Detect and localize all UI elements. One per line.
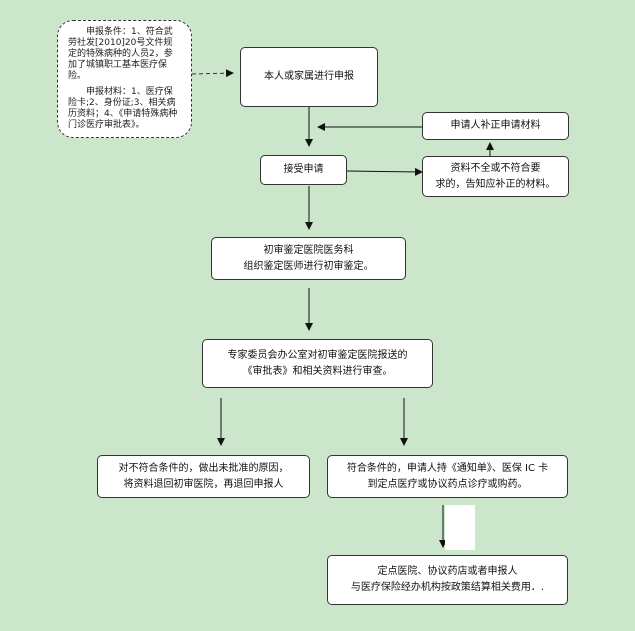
incomplete-line-1: 资料不全或不符合要	[450, 162, 541, 174]
accept-box: 接受申请	[260, 155, 347, 185]
expert-review-box: 专家委员会办公室对初审鉴定医院报送的 《审批表》和相关资料进行审查。	[202, 339, 433, 388]
apply-box: 本人或家属进行申报	[240, 47, 378, 107]
supplement-label: 申请人补正申请材料	[450, 120, 541, 131]
initial-review-box: 初审鉴定医院医务科 组织鉴定医师进行初审鉴定。	[211, 237, 406, 280]
expert-review-line-1: 专家委员会办公室对初审鉴定医院报送的	[227, 349, 408, 361]
settlement-line-1: 定点医院、协议药店或者申报人	[377, 566, 518, 577]
apply-label: 本人或家属进行申报	[264, 71, 354, 82]
blank-block	[445, 505, 475, 550]
accept-label: 接受申请	[283, 164, 324, 175]
materials-text: 申报材料：1、医疗保险卡;2、身份证;3、相关病历资料；4、《申请特殊病种门诊医…	[68, 87, 178, 130]
settlement-box: 定点医院、协议药店或者申报人 与医疗保险经办机构按政策结算相关费用．.	[327, 555, 568, 605]
application-requirements-note: 申报条件：1、符合武劳社发[2010]20号文件规定的特殊病种的人员2，参加了城…	[57, 20, 192, 138]
settlement-line-2: 与医疗保险经办机构按政策结算相关费用．.	[350, 582, 545, 593]
approve-line-2: 到定点医疗或协议药点诊疗或购药。	[367, 478, 528, 490]
approve-box: 符合条件的，申请人持《通知单》、医保 IC 卡 到定点医疗或协议药点诊疗或购药。	[327, 455, 568, 498]
reject-line-2: 将资料退回初审医院，再退回申报人	[123, 478, 284, 490]
conditions-text: 申报条件：1、符合武劳社发[2010]20号文件规定的特殊病种的人员2，参加了城…	[68, 27, 173, 81]
initial-review-line-2: 组织鉴定医师进行初审鉴定。	[243, 260, 374, 272]
incomplete-line-2: 求的，告知应补正的材料。	[435, 178, 556, 190]
reject-line-1: 对不符合条件的，做出未批准的原因，	[118, 462, 289, 474]
approve-line-1: 符合条件的，申请人持《通知单》、医保 IC 卡	[346, 462, 549, 474]
expert-review-line-2: 《审批表》和相关资料进行审查。	[242, 365, 393, 377]
incomplete-box: 资料不全或不符合要 求的，告知应补正的材料。	[422, 156, 569, 197]
reject-box: 对不符合条件的，做出未批准的原因， 将资料退回初审医院，再退回申报人	[97, 455, 310, 498]
initial-review-line-1: 初审鉴定医院医务科	[263, 244, 354, 256]
arrow-note-to-apply	[191, 69, 234, 78]
arrow-accept-to-incomplete	[346, 167, 423, 176]
supplement-box: 申请人补正申请材料	[422, 112, 569, 140]
